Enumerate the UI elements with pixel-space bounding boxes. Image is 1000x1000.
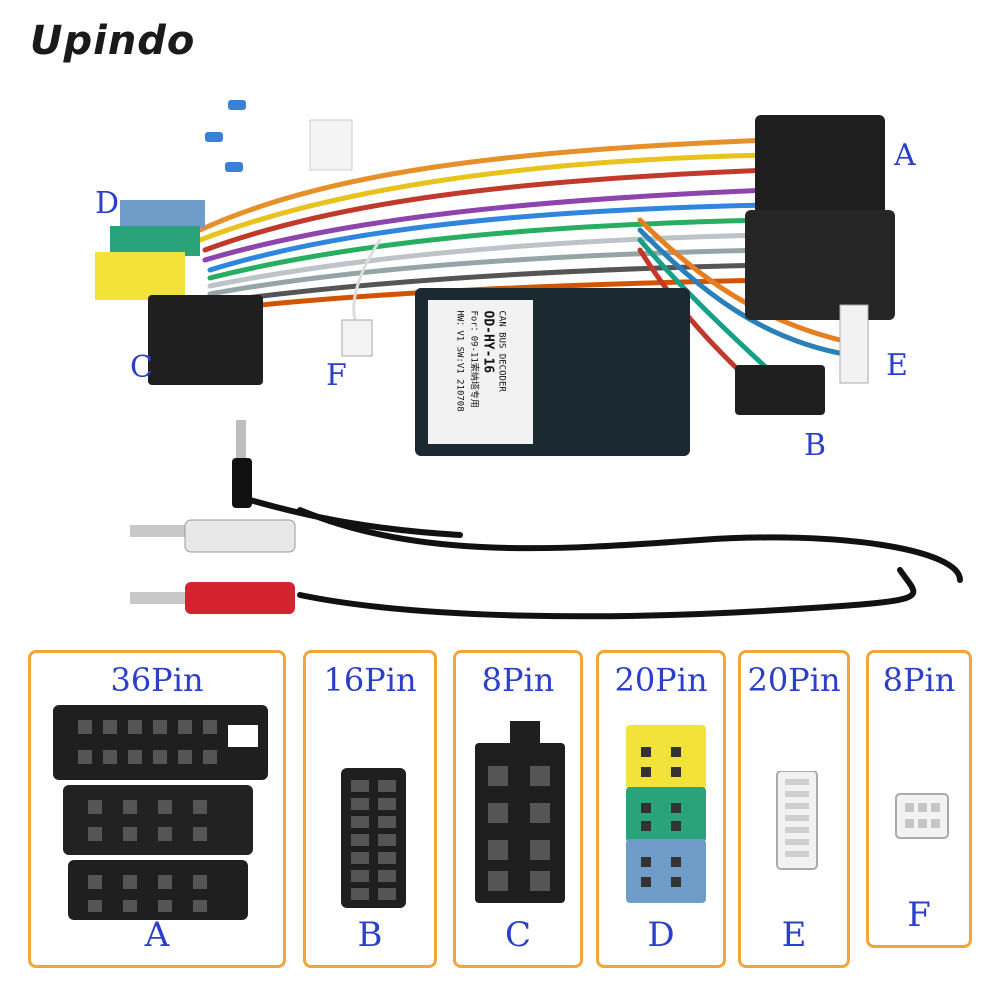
panel-e: 20Pin E: [738, 650, 850, 968]
panel-b-letter: B: [357, 915, 383, 955]
connector-c-illustration: [475, 721, 565, 903]
panel-d-letter: D: [647, 915, 675, 955]
callout-c: C: [130, 350, 153, 385]
connector-f-photo: [341, 319, 373, 357]
decoder-box: [415, 288, 690, 456]
callout-a: A: [894, 138, 916, 173]
wire-terminals: [205, 100, 246, 172]
decoder-line-4: HW：V1 SW:V1 210708: [454, 310, 465, 412]
panel-e-pin-count: 20Pin: [747, 661, 841, 699]
callout-b: B: [804, 428, 827, 463]
decoder-label: CAN BUS DECODER OD-HY-16 For：09-11索纳塔专用 …: [428, 300, 533, 444]
panel-f-pin-count: 8Pin: [882, 661, 956, 699]
cable-tag: [309, 119, 353, 171]
rca-plugs: [130, 519, 296, 614]
panel-e-letter: E: [781, 915, 807, 955]
connector-a-photo: [745, 115, 895, 320]
connector-c-photo: [148, 295, 263, 385]
panel-b: 16Pin B: [303, 650, 437, 968]
panel-c-letter: C: [504, 915, 531, 955]
panel-a-pin-count: 36Pin: [110, 661, 204, 699]
panel-c-pin-count: 8Pin: [481, 661, 555, 699]
brand-logo: Upindo: [30, 18, 196, 64]
decoder-line-2: OD-HY-16: [480, 310, 496, 374]
decoder-line-3: For：09-11索纳塔专用: [468, 310, 479, 408]
aux-plug: [232, 420, 252, 508]
panel-d: 20Pin D: [596, 650, 726, 968]
decoder-line-1: CAN BUS DECODER: [496, 310, 507, 392]
panel-c: 8Pin C: [453, 650, 583, 968]
connector-d-photo: [95, 200, 205, 300]
panel-a: 36Pin A: [28, 650, 286, 968]
connector-b-illustration: [341, 768, 406, 908]
connector-a-illustration: [53, 705, 268, 920]
callout-f: F: [326, 358, 347, 393]
callout-e: E: [886, 348, 908, 383]
panel-f: 8Pin F: [866, 650, 972, 948]
panel-f-letter: F: [907, 895, 931, 935]
panel-d-pin-count: 20Pin: [614, 661, 708, 699]
connector-e-illustration: [776, 771, 818, 870]
product-photo: [95, 100, 963, 620]
audio-cable: [247, 497, 963, 620]
panel-a-letter: A: [144, 915, 170, 955]
connector-d-illustration: [626, 725, 706, 903]
connector-f-illustration: [895, 793, 949, 839]
callout-d: D: [95, 186, 120, 221]
panel-b-pin-count: 16Pin: [323, 661, 417, 699]
connector-e-photo: [839, 304, 869, 384]
connector-b-photo: [735, 365, 825, 415]
